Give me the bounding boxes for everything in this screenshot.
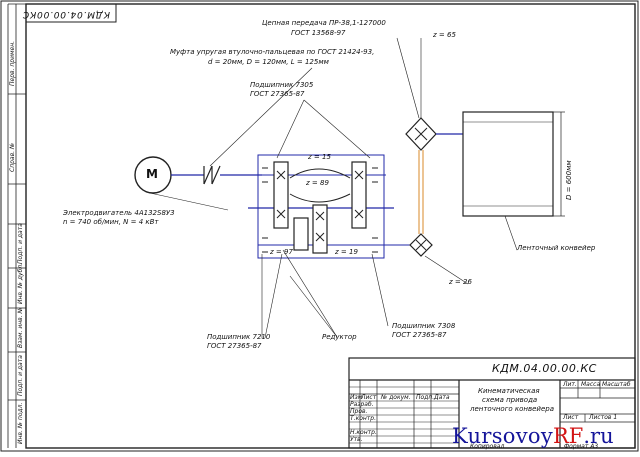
leader-lines xyxy=(149,37,518,339)
coupling-symbol xyxy=(203,165,221,185)
watermark-accent: RF xyxy=(552,424,584,448)
side-label-dubl: Инв. № дубл. xyxy=(17,262,24,304)
teeth-z97: z = 97 xyxy=(270,248,293,256)
reducer-label: Редуктор xyxy=(322,333,357,341)
watermark-suffix: .ru xyxy=(583,424,614,448)
gear-blocks xyxy=(273,161,367,254)
sprocket-z26 xyxy=(409,233,433,257)
gear-z89-block xyxy=(351,161,367,229)
gear-z19-block xyxy=(312,204,328,254)
bearing-top-line1: Подшипник 7305 xyxy=(250,81,314,89)
tb-row-nkontr: Н.контр. xyxy=(350,429,377,436)
tb-col-massa: Масса xyxy=(581,381,601,388)
tb-listov: Листов 1 xyxy=(589,414,618,421)
sprocket-z65 xyxy=(405,117,437,151)
drum-diameter-label: D = 600мм xyxy=(565,160,573,200)
tb-row-prov: Пров. xyxy=(350,408,368,415)
motor-label-line2: n = 740 об/мин, N = 4 кВт xyxy=(63,218,159,226)
gear-crosses xyxy=(276,170,364,242)
tb-col-ndoc: № докум. xyxy=(381,394,411,401)
bearings xyxy=(262,167,378,253)
side-label-podl: Инв. № подл. xyxy=(17,402,24,444)
bearing-left-line2: ГОСТ 27365-87 xyxy=(207,342,262,350)
bearing-right-line2: ГОСТ 27365-87 xyxy=(392,331,447,339)
gear-z15-block xyxy=(273,161,289,229)
tb-col-podp: Подп. xyxy=(416,394,435,401)
tb-row-utv: Утв. xyxy=(350,436,363,443)
bearing-right-line1: Подшипник 7308 xyxy=(392,322,456,330)
drawing-title-line1: Кинематическая xyxy=(478,387,540,395)
side-label-podp2: Подп. и дата xyxy=(17,355,24,396)
chain-lines xyxy=(418,150,424,234)
title-block-lines xyxy=(348,357,636,449)
teeth-z89: z = 89 xyxy=(306,179,329,187)
teeth-z19: z = 19 xyxy=(335,248,358,256)
corner-drawing-code: КДМ.04.00.00КС xyxy=(22,9,110,19)
tb-col-masshtab: Масштаб xyxy=(602,381,631,388)
teeth-z65: z = 65 xyxy=(433,31,456,39)
inner-frame xyxy=(25,3,636,449)
corner-code-box xyxy=(25,3,117,23)
bearing-left-line1: Подшипник 7210 xyxy=(207,333,271,341)
tb-kopiroval: Копировал xyxy=(470,443,505,450)
teeth-z15: z = 15 xyxy=(308,153,331,161)
gear-z97-block xyxy=(293,217,309,251)
tb-col-lit: Лит. xyxy=(563,381,577,388)
tb-row-tkontr: Т.контр. xyxy=(350,415,377,422)
coupling-label-line2: d = 20мм, D = 120мм, L = 125мм xyxy=(208,58,329,66)
motor-symbol-letter: M xyxy=(146,167,158,181)
bearing-top-line2: ГОСТ 27365-87 xyxy=(250,90,305,98)
chain-label-line2: ГОСТ 13568-97 xyxy=(291,29,346,37)
tb-row-razrab: Разраб. xyxy=(350,401,374,408)
tb-col-izm: Изм xyxy=(350,394,363,401)
drawing-title-line2: схема привода xyxy=(482,396,538,404)
motor-label-line1: Электродвигатель 4А132S8У3 xyxy=(63,209,175,217)
chain-label-line1: Цепная передача ПР-38,1-127000 xyxy=(262,19,386,27)
side-label-podp1: Подп. и дата xyxy=(17,223,24,264)
drawing-title-line3: ленточного конвейера xyxy=(470,405,555,413)
conveyor-label: Ленточный конвейер xyxy=(517,244,596,252)
coupling-label-line1: Муфта упругая втулочно-пальцевая по ГОСТ… xyxy=(170,48,375,56)
conveyor-drum xyxy=(462,111,554,217)
side-label-vzam: Взам. инв. № xyxy=(17,307,24,348)
gear-mesh-arcs xyxy=(289,168,351,203)
watermark-main: Kursovoy xyxy=(452,424,553,448)
tb-col-data: Дата xyxy=(434,394,450,401)
tb-list: Лист xyxy=(563,414,579,421)
side-label-perv: Перв. примен. xyxy=(9,40,16,86)
teeth-z26: z = 26 xyxy=(449,278,472,286)
tb-col-list: Лист xyxy=(361,394,377,401)
drum-dimension xyxy=(553,111,565,217)
tb-format: Формат А3 xyxy=(564,443,599,450)
side-label-sprav: Справ. № xyxy=(9,142,16,172)
drawing-code: КДМ.04.00.00.КС xyxy=(492,362,597,375)
side-strip xyxy=(7,3,26,448)
